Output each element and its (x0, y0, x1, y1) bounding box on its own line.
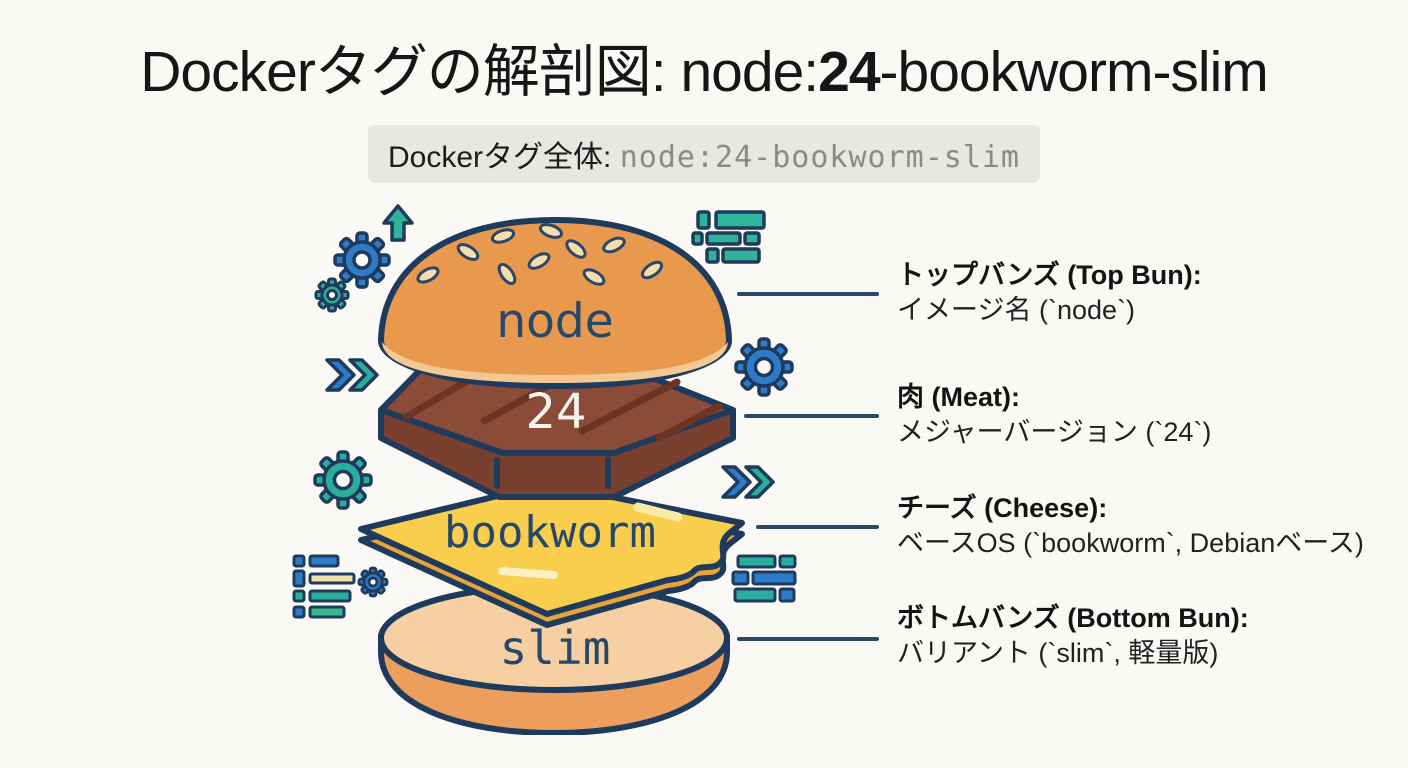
annotation-top-bun: トップバンズ (Top Bun): イメージ名 (`node`) (897, 258, 1402, 328)
annotation-bottom-bun: ボトムバンズ (Bottom Bun): バリアント (`slim`, 軽量版) (897, 601, 1402, 671)
top-bun-label: node (496, 294, 613, 349)
page-title-suffix: -bookworm-slim (879, 40, 1269, 104)
annotation-title: トップバンズ (Top Bun): (897, 260, 1202, 290)
annotation-desc: イメージ名 (`node`) (897, 295, 1135, 325)
gear-icon (313, 450, 373, 510)
page-title: Dockerタグの解剖図: node:24-bookworm-slim (0, 26, 1408, 108)
annotation-title: 肉 (Meat): (897, 382, 1020, 412)
double-chevron-icon (721, 465, 775, 499)
page-title-version: 24 (818, 40, 880, 104)
cheese-shape (358, 481, 745, 628)
annotation-meat: 肉 (Meat): メジャーバージョン (`24`) (897, 380, 1402, 450)
annotation-cheese: チーズ (Cheese): ベースOS (`bookworm`, Debianベ… (897, 491, 1402, 561)
burger-illustration: node 24 bookworm slim (292, 204, 879, 735)
annotation-title: チーズ (Cheese): (897, 493, 1108, 523)
annotation-desc: バリアント (`slim`, 軽量版) (897, 638, 1219, 668)
full-tag-label: Dockerタグ全体: (388, 141, 612, 174)
sesame-seeds (416, 223, 664, 286)
up-arrow-icon (382, 204, 414, 242)
meat-shape (378, 363, 736, 500)
page-title-prefix: Dockerタグの解剖図: node: (140, 40, 819, 104)
top-bun-shape (377, 216, 733, 390)
full-tag-pill: Dockerタグ全体: node:24-bookworm-slim (368, 125, 1040, 183)
annotation-desc: メジャーバージョン (`24`) (897, 417, 1212, 447)
gear-icon (333, 231, 391, 289)
annotation-desc: ベースOS (`bookworm`, Debianベース) (897, 528, 1364, 558)
list-code-icon (292, 554, 356, 619)
small-gear-icon (357, 566, 389, 598)
meat-label: 24 (525, 384, 586, 440)
code-block-icon (731, 554, 797, 603)
annotation-title: ボトムバンズ (Bottom Bun): (897, 603, 1249, 633)
bottom-bun-shape (378, 583, 730, 735)
gear-icon (734, 337, 794, 397)
small-gear-icon (314, 277, 350, 313)
code-block-icon (691, 210, 766, 264)
bottom-bun-label: slim (500, 621, 611, 675)
cheese-label: bookworm (444, 507, 656, 558)
full-tag-code: node:24-bookworm-slim (619, 140, 1020, 175)
double-chevron-icon (325, 358, 379, 392)
connector-lines (737, 292, 879, 641)
